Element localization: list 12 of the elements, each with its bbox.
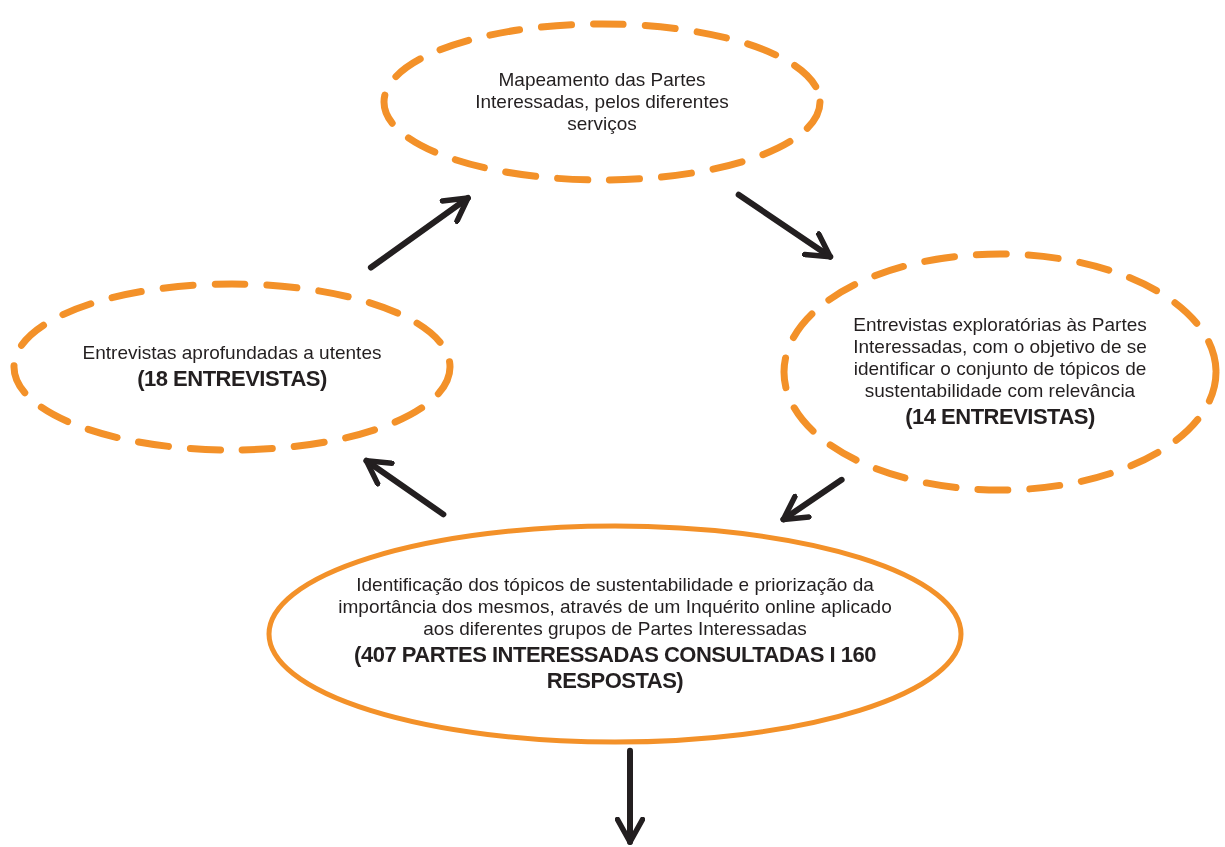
count-label: (18 ENTREVISTAS) — [137, 366, 327, 392]
node-text: Entrevistas exploratórias às Partes Interessadas, com o objetivo de se identificar o conjunto de tópicos de sustentabilidade com relevância — [852, 314, 1148, 402]
node-text: Entrevistas aprofundadas a utentes — [82, 342, 382, 364]
arrow — [614, 747, 646, 845]
arrow — [363, 457, 447, 518]
arrow — [780, 476, 845, 523]
node-text: Identificação dos tópicos de sustentabilidade e priorização da importância dos mesmos, através de um Inquérito online aplicado aos diferentes grupos de Partes Interessadas — [337, 574, 893, 640]
count-label: (14 ENTREVISTAS) — [905, 404, 1095, 430]
count-label: (407 PARTES INTERESSADAS CONSULTADAS I 160 RESPOSTAS) — [353, 642, 877, 694]
arrow — [367, 195, 471, 271]
arrow — [735, 191, 834, 260]
node-text: Mapeamento das Partes Interessadas, pelos diferentes serviços — [474, 69, 730, 135]
